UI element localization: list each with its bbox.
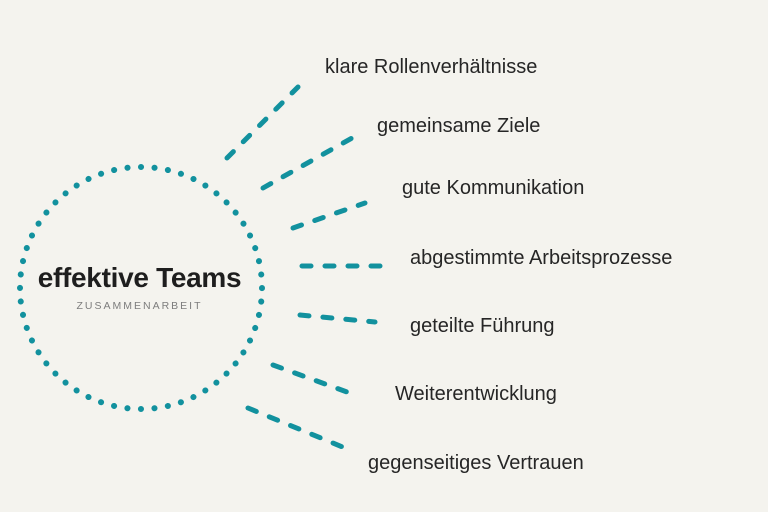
branch-label-0: klare Rollenverhältnisse	[325, 56, 538, 78]
center-node: effektive Teams ZUSAMMENARBEIT	[19, 262, 260, 313]
center-title: effektive Teams	[37, 262, 242, 293]
branch-label-5: Weiterentwicklung	[395, 383, 557, 405]
branch-line-1	[260, 135, 355, 191]
branch-line-6	[245, 405, 348, 451]
branch-label-2: gute Kommunikation	[402, 177, 585, 199]
dotted-circle	[17, 164, 265, 412]
branch-line-2	[290, 200, 368, 231]
branch-line-5	[270, 362, 350, 395]
branch-label-4: geteilte Führung	[410, 315, 555, 337]
branch-line-4	[297, 312, 378, 325]
branch-label-3: abgestimmte Arbeitsprozesse	[410, 247, 673, 269]
center-subtitle: ZUSAMMENARBEIT	[76, 300, 203, 312]
branch-label-1: gemeinsame Ziele	[377, 115, 541, 137]
branch-line-0	[224, 84, 301, 161]
branch-label-6: gegenseitiges Vertrauen	[368, 452, 584, 474]
